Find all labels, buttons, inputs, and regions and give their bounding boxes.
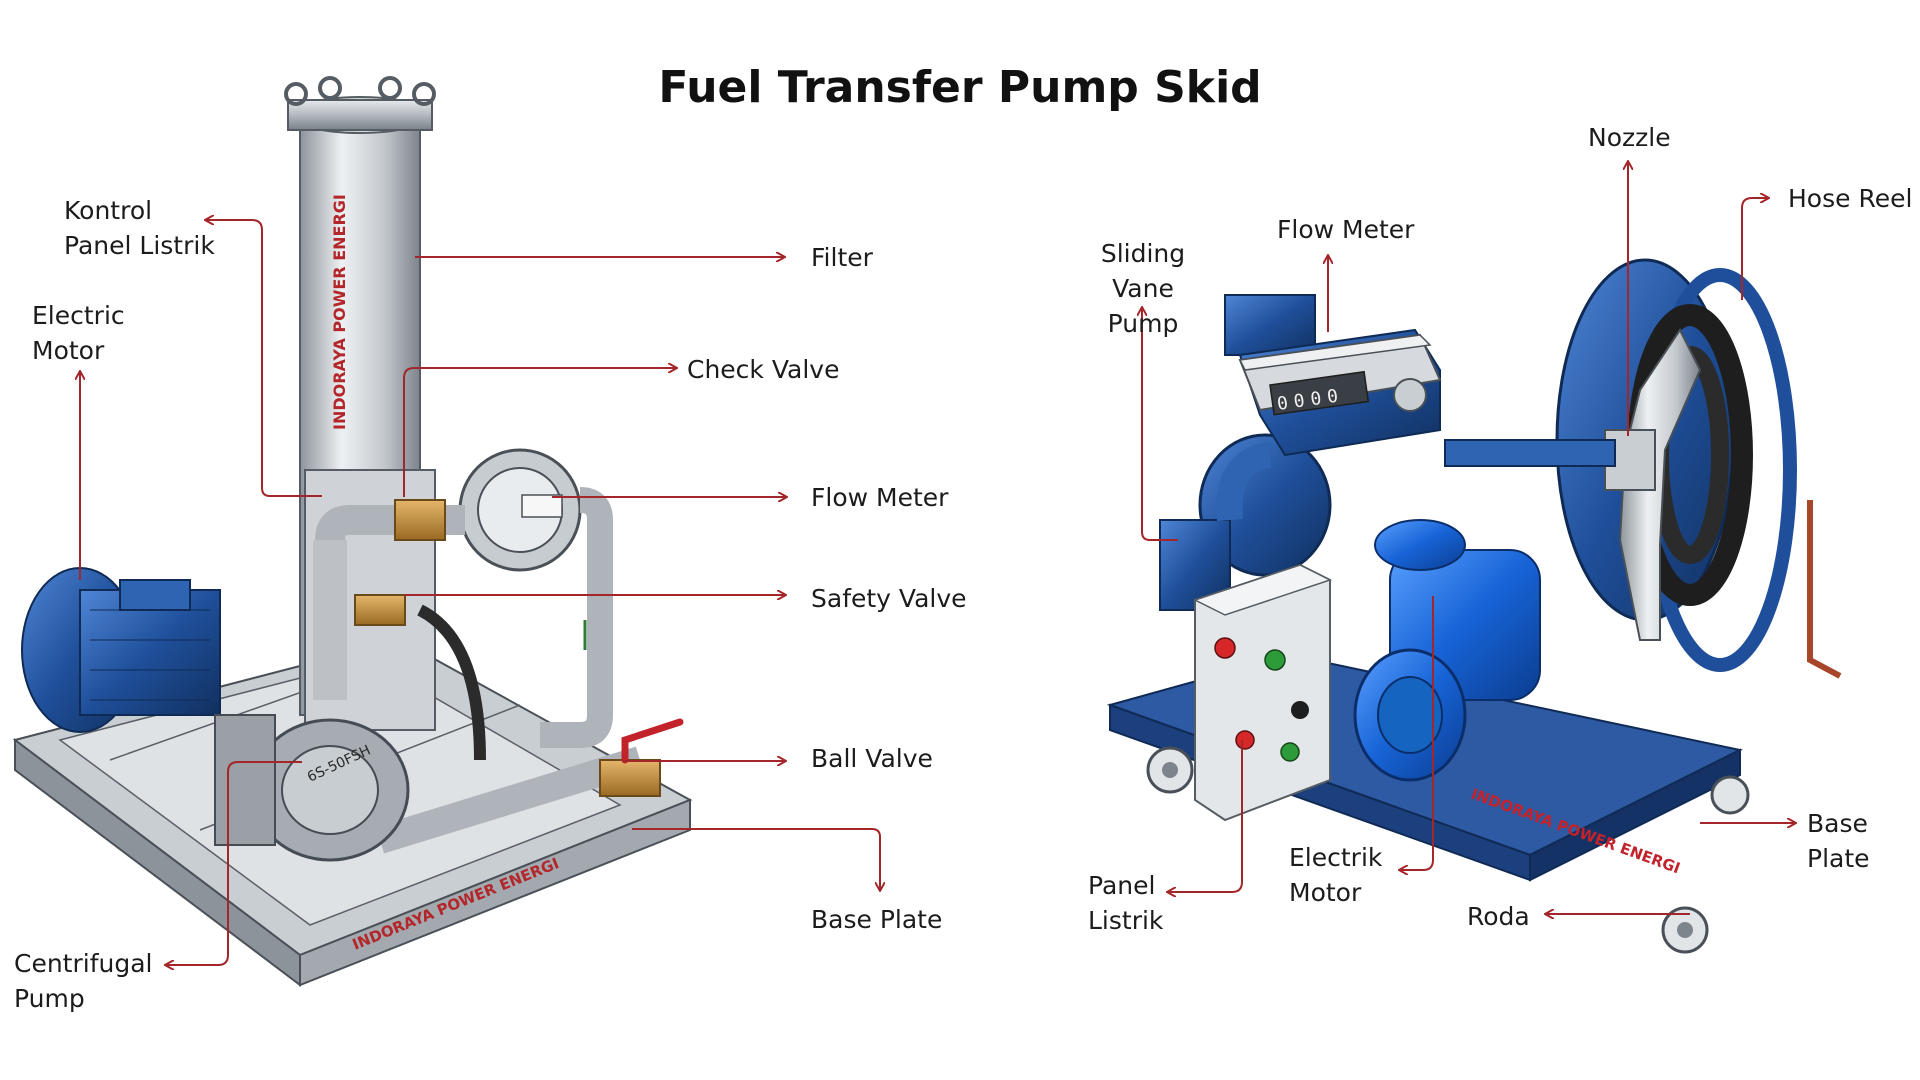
left-leader-lines bbox=[80, 220, 880, 965]
sliding-vane-pump-body bbox=[1159, 433, 1332, 611]
trolley-wheels bbox=[1146, 746, 1750, 954]
label-check-valve: Check Valve bbox=[687, 355, 840, 384]
label-filter: Filter bbox=[811, 243, 873, 272]
reel-shaft bbox=[1444, 439, 1616, 467]
label-nozzle: Nozzle bbox=[1588, 123, 1671, 152]
check-valve-body bbox=[394, 499, 446, 541]
leader-panel-listrik bbox=[1168, 740, 1243, 892]
left-flow-meter bbox=[458, 448, 582, 572]
leader-check-valve bbox=[403, 368, 676, 497]
centrifugal-pump-body: 6S-50FSH bbox=[214, 714, 410, 862]
ball-valve-body bbox=[599, 718, 684, 797]
label-panel-listrik: Panel Listrik bbox=[1088, 871, 1164, 935]
label-roda: Roda bbox=[1467, 902, 1530, 931]
leader-sliding-vane-pump bbox=[1142, 308, 1178, 541]
label-flow-meter-left: Flow Meter bbox=[811, 483, 949, 512]
diagram-title: Fuel Transfer Pump Skid bbox=[658, 62, 1262, 113]
right-leader-lines bbox=[1142, 162, 1795, 914]
label-electrik-motor: Electrik Motor bbox=[1289, 843, 1383, 907]
leader-kontrol-panel bbox=[206, 220, 322, 497]
left-pump-skid: INDORAYA POWER ENERGI bbox=[12, 76, 693, 988]
label-base-plate-left: Base Plate bbox=[811, 905, 943, 934]
left-electric-motor bbox=[21, 567, 221, 733]
label-electric-motor: Electric Motor bbox=[32, 301, 125, 365]
label-sliding-vane-pump: Sliding Vane Pump bbox=[1100, 239, 1186, 338]
leader-centrifugal-pump bbox=[166, 761, 302, 965]
label-kontrol-panel-listrik: Kontrol Panel Listrik bbox=[64, 196, 215, 260]
leader-base-plate-left bbox=[632, 828, 880, 890]
right-pump-skid: INDORAYA POWER ENERGI bbox=[1106, 258, 1842, 954]
hose-reel-body bbox=[1555, 258, 1842, 679]
label-centrifugal-pump: Centrifugal Pump bbox=[14, 949, 153, 1013]
left-brand-vertical: INDORAYA POWER ENERGI bbox=[330, 194, 349, 430]
leader-electrik-motor bbox=[1400, 596, 1434, 870]
label-ball-valve: Ball Valve bbox=[811, 744, 933, 773]
leader-hose-reel bbox=[1741, 198, 1768, 300]
label-hose-reel: Hose Reel bbox=[1788, 184, 1913, 213]
label-safety-valve: Safety Valve bbox=[811, 584, 967, 613]
label-flow-meter-right: Flow Meter bbox=[1277, 215, 1415, 244]
panel-listrik-box bbox=[1193, 563, 1332, 822]
right-flow-meter: 0000 bbox=[1224, 294, 1442, 457]
safety-valve-body bbox=[354, 594, 406, 626]
left-pipework bbox=[313, 487, 645, 854]
label-base-plate-right: Base Plate bbox=[1807, 809, 1870, 873]
right-electrik-motor bbox=[1353, 519, 1541, 782]
